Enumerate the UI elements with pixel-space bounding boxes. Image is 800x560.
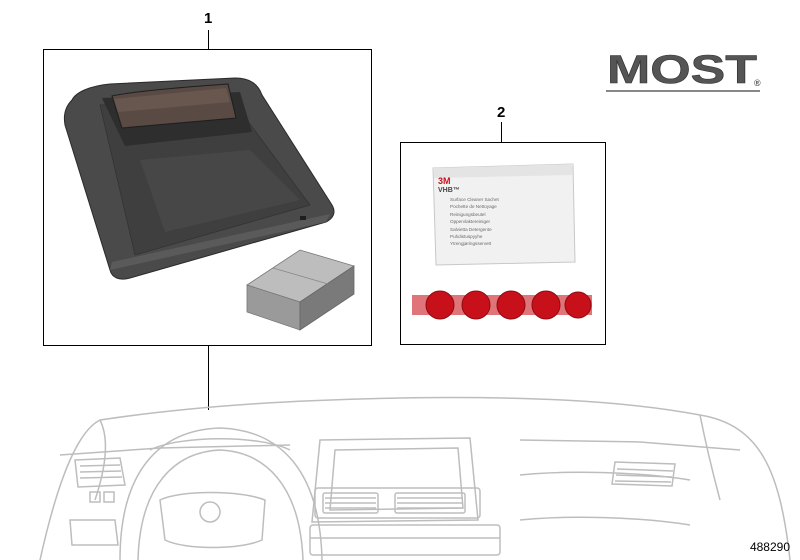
adhesive-dot (496, 290, 526, 320)
logo-text: MOST (607, 48, 757, 92)
sachet-text-block: Surface Cleaner Sachet Pochette de Netto… (450, 196, 568, 248)
sachet-line: Puhdistuspyyhe (450, 234, 483, 240)
diagram-number: 488290 (749, 540, 790, 554)
sachet-brand: 3M (438, 176, 451, 186)
sachet-line: Reinigungsbeutel (450, 211, 486, 217)
adhesive-dot (531, 290, 561, 320)
sachet-line: Pochette de Nettoyage (450, 204, 497, 210)
adhesive-dot (425, 290, 455, 320)
registered-mark: ® (754, 78, 761, 88)
sachet-product: VHB™ (438, 187, 460, 194)
callout-2: 2 (497, 104, 506, 121)
sachet-line: Oppervlaktereiniger (450, 219, 491, 225)
leader-line-1-bottom (208, 345, 209, 410)
leader-line-1-top (208, 30, 209, 50)
callout-1: 1 (204, 10, 213, 27)
adhesive-dot (461, 290, 491, 320)
sachet-line: Salvietta Detergente (450, 226, 492, 232)
leader-line-2-top (501, 122, 502, 142)
adhesive-dot (564, 291, 592, 319)
sachet-line: Surface Cleaner Sachet (450, 197, 499, 202)
sachet-line: Ytrengjøringsservett (450, 241, 492, 247)
